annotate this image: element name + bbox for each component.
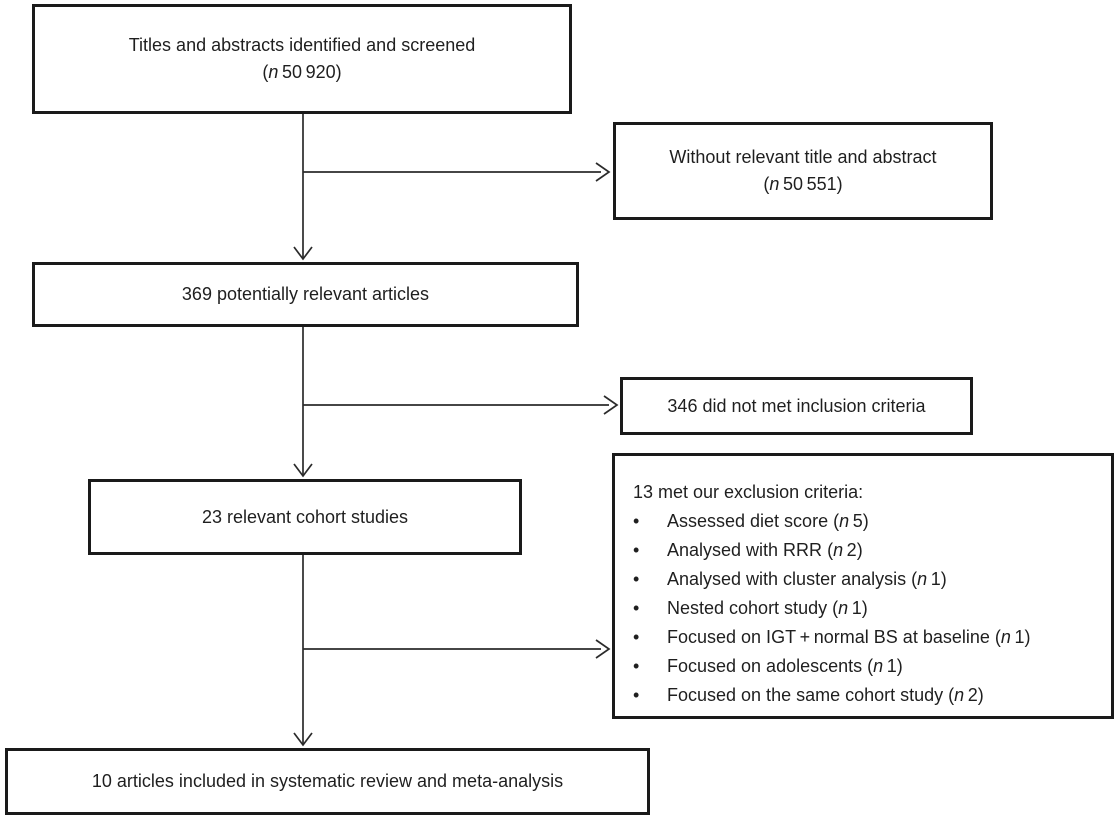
bullet-icon: •: [633, 685, 640, 705]
n-italic: n: [839, 511, 850, 531]
count-rest: 2): [964, 685, 984, 705]
count-rest: 2): [843, 540, 863, 560]
paren-open: (: [911, 569, 918, 589]
count-rest: 1): [927, 569, 947, 589]
paren-open: (: [994, 627, 1001, 647]
exclusion-item-text: Focused on the same cohort study (n 2): [667, 681, 984, 710]
count-rest: 1): [1010, 627, 1031, 647]
n-italic: n: [838, 598, 849, 618]
item-label: Analysed with cluster analysis: [667, 569, 912, 589]
paren-open: (: [827, 540, 834, 560]
arrowhead-down-1: [293, 246, 313, 261]
exclusion-heading: 13 met our exclusion criteria:: [633, 482, 864, 502]
arrowhead-right-1: [595, 162, 611, 182]
bullet-icon: •: [633, 656, 640, 676]
box-without-relevant: Without relevant title and abstract (n 5…: [613, 122, 993, 220]
n-italic: n: [917, 569, 928, 589]
paren-open: (: [867, 656, 874, 676]
exclusion-item-text: Focused on adolescents (n 1): [667, 652, 903, 681]
arrowhead-down-2: [293, 463, 313, 478]
count-rest: 1): [883, 656, 903, 676]
arrowhead-down-3: [293, 732, 313, 747]
n-italic: n: [833, 540, 844, 560]
exclusion-item-text: Analysed with RRR (n 2): [667, 536, 863, 565]
arrowhead-right-3: [595, 639, 611, 659]
count-rest: 5): [849, 511, 869, 531]
n-italic: n: [873, 656, 884, 676]
item-label: Analysed with RRR: [667, 540, 828, 560]
paren-open: (: [948, 685, 955, 705]
n-italic: n: [1000, 627, 1011, 647]
box-titles-abstracts-screened-text: Titles and abstracts identified and scre…: [128, 35, 476, 55]
bullet-icon: •: [633, 540, 640, 560]
box-cohort-studies: 23 relevant cohort studies: [88, 479, 522, 555]
bullet-icon: •: [633, 511, 640, 531]
exclusion-item: • Nested cohort study (n 1): [633, 594, 1101, 623]
item-label: Assessed diet score: [667, 511, 834, 531]
box-included: 10 articles included in systematic revie…: [5, 748, 650, 815]
box-without-relevant-text: Without relevant title and abstract: [669, 147, 937, 167]
bullet-icon: •: [633, 598, 640, 618]
box-potentially-relevant-text: 369 potentially relevant articles: [181, 284, 430, 304]
exclusion-item-text: Nested cohort study (n 1): [667, 594, 868, 623]
item-label: Nested cohort study: [667, 598, 833, 618]
box-included-text: 10 articles included in systematic revie…: [91, 771, 564, 791]
n-count: (n 50 920): [262, 59, 341, 86]
exclusion-item: • Analysed with RRR (n 2): [633, 536, 1101, 565]
bullet-icon: •: [633, 569, 640, 589]
count-rest: 50 551): [779, 174, 843, 194]
exclusion-item-text: Assessed diet score (n 5): [667, 507, 869, 536]
paren-open: (: [833, 511, 840, 531]
exclusion-item-text: Focused on IGT + normal BS at baseline (…: [667, 623, 1031, 652]
exclusion-list: •Assessed diet score (n 5) •Analysed wit…: [633, 507, 1101, 710]
exclusion-item: • Focused on the same cohort study (n 2): [633, 681, 1101, 710]
box-exclusion-criteria: 13 met our exclusion criteria: • Assessed…: [612, 453, 1114, 719]
arrowhead-right-2: [603, 395, 619, 415]
box-cohort-studies-text: 23 relevant cohort studies: [201, 506, 409, 527]
exclusion-item: • Assessed diet score (n 5): [633, 507, 1101, 536]
n-italic: n: [954, 685, 965, 705]
count-rest: 50 920): [278, 62, 342, 82]
exclusion-item-text: Analysed with cluster analysis (n 1): [667, 565, 947, 594]
n-italic: n: [268, 62, 279, 82]
exclusion-item: • Focused on adolescents (n 1): [633, 652, 1101, 681]
exclusion-item: • Analysed with cluster analysis (n 1): [633, 565, 1101, 594]
paren-open: (: [763, 174, 770, 194]
n-count: (n 50 551): [763, 171, 842, 198]
bullet-icon: •: [633, 627, 640, 647]
item-label: Focused on the same cohort study: [667, 685, 949, 705]
box-potentially-relevant: 369 potentially relevant articles: [32, 262, 579, 327]
box-titles-abstracts-screened: Titles and abstracts identified and scre…: [32, 4, 572, 114]
n-italic: n: [769, 174, 780, 194]
box-not-met-inclusion: 346 did not met inclusion criteria: [620, 377, 973, 435]
paren-open: (: [832, 598, 839, 618]
item-label: Focused on IGT + normal BS at baseline: [667, 627, 995, 647]
paren-open: (: [262, 62, 269, 82]
item-label: Focused on adolescents: [667, 656, 868, 676]
count-rest: 1): [848, 598, 868, 618]
box-not-met-inclusion-text: 346 did not met inclusion criteria: [667, 395, 926, 416]
exclusion-item: • Focused on IGT + normal BS at baseline …: [633, 623, 1101, 652]
